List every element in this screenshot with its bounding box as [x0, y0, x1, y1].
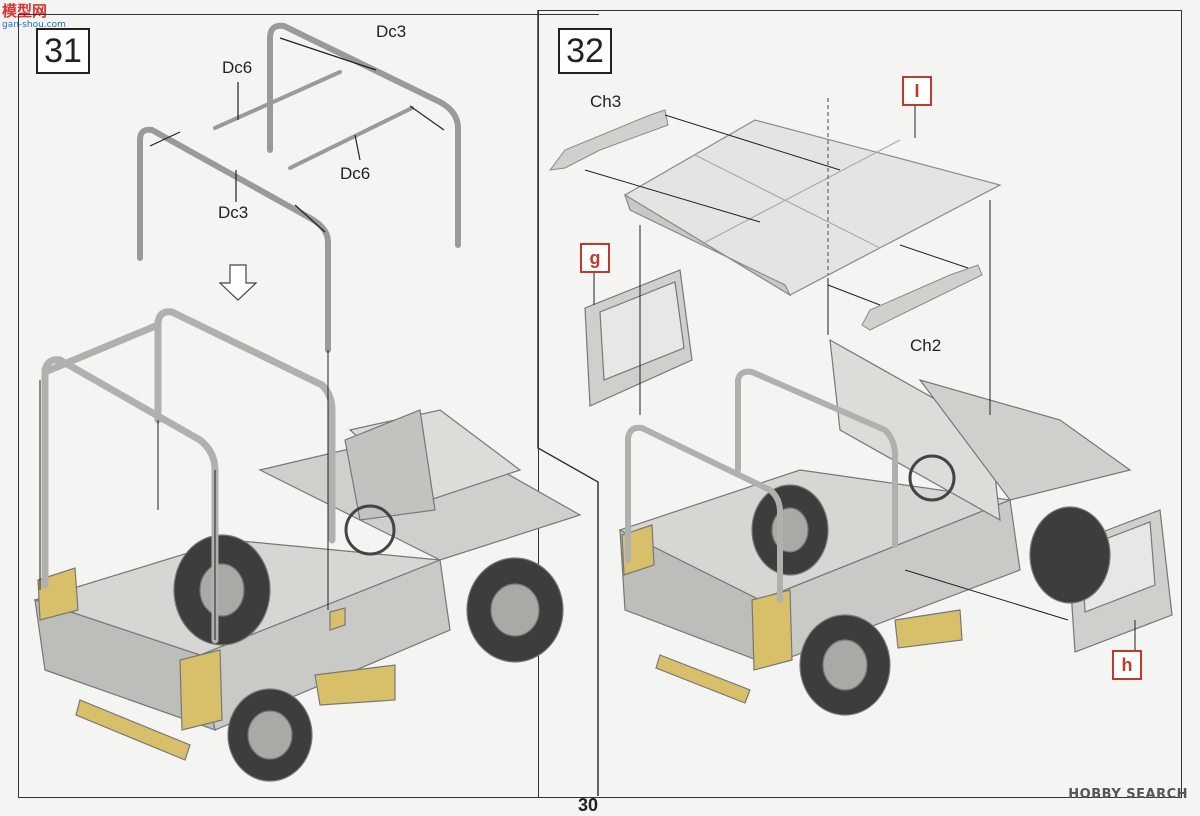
door-left: [584, 269, 693, 407]
part-label-ch2: Ch2: [910, 336, 942, 355]
rollbar-rear: [267, 22, 461, 248]
hobby-search-watermark: HOBBY SEARCH: [1068, 787, 1188, 802]
step-31-number: 31: [36, 28, 90, 74]
jeep-32-rollbars: [625, 368, 898, 603]
jeep-31: [33, 409, 582, 782]
part-label-dc3-bottom: Dc3: [218, 203, 249, 222]
ch3-bow: [548, 109, 669, 171]
jeep-31-arrows: [39, 350, 329, 640]
part-label-dc3-top: Dc3: [376, 22, 407, 41]
jeep-32: [618, 338, 1132, 716]
part-label-dc6-left: Dc6: [222, 58, 253, 77]
step-31-panel: [18, 14, 599, 798]
jeep-31-rollbars: [41, 308, 336, 644]
step-32-number: 32: [558, 28, 612, 74]
part-label-dc6-right: Dc6: [340, 164, 371, 183]
marker-h: h: [1112, 650, 1142, 680]
down-arrow-icon: [218, 264, 258, 301]
page-number: 30: [578, 795, 599, 815]
marker-i: I: [902, 76, 932, 106]
canvas-top: [623, 98, 1002, 297]
part-label-ch3: Ch3: [590, 92, 622, 111]
logo-subtext: gan-shou.com: [2, 20, 66, 30]
panel-divider: [537, 10, 599, 796]
step32-arrows: [584, 100, 1136, 652]
rollbar-front: [137, 126, 331, 353]
step31-arrows: [149, 37, 445, 233]
ch2-bow: [861, 264, 983, 331]
marker-g: g: [580, 243, 610, 273]
dc6-bars: [213, 70, 414, 170]
